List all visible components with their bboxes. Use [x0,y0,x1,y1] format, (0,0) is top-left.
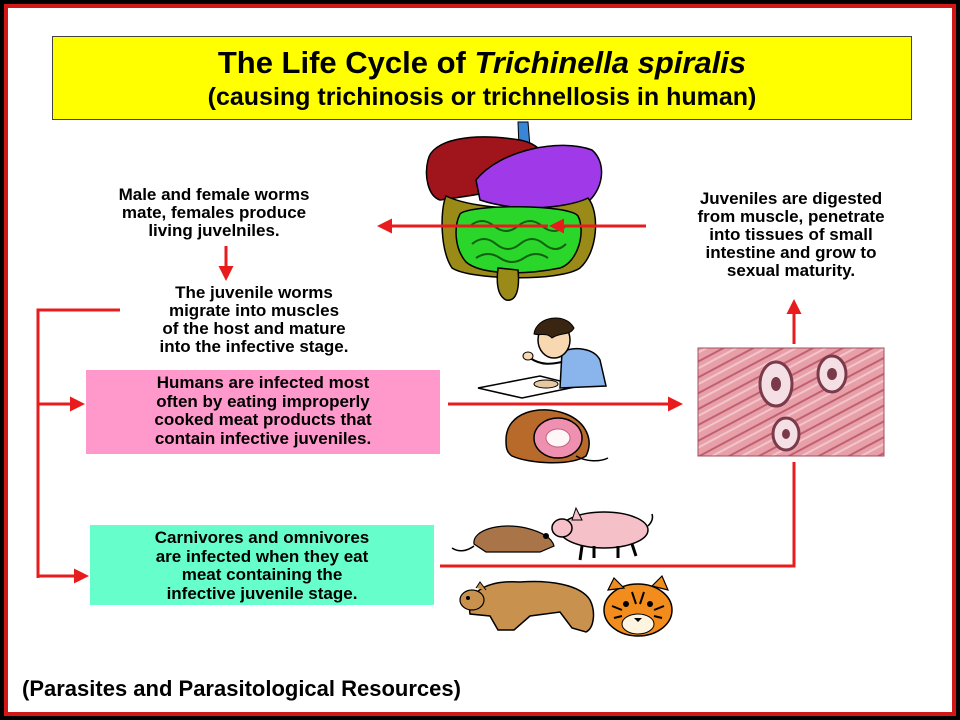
cycle-arrows [36,218,802,584]
step-digested-text: Juveniles are digested from muscle, pene… [646,190,936,280]
step-digested-line: Juveniles are digested [699,189,883,208]
person-eating-icon [477,317,607,399]
digestive-system-icon [425,121,603,301]
title-species: Trichinella spiralis [474,45,747,80]
step-mate-text: Male and female worms mate, females prod… [46,186,382,240]
step-mate-line: mate, females produce [121,203,307,222]
title-line-1: The Life Cycle of Trichinella spiralis [53,45,911,81]
step-digested-line: sexual maturity. [726,261,856,280]
carnivores-line: are infected when they eat [155,546,369,566]
carnivores-line: Carnivores and omnivores [154,528,370,547]
step-digested-line: into tissues of small [709,225,873,244]
humans-line: cooked meat products that [154,410,372,429]
bear-icon [459,580,595,633]
title-line-2: (causing trichinosis or trichnellosis in… [207,83,757,111]
branch-line [36,308,120,578]
carnivores-line: infective juvenile stage. [166,583,358,603]
title-prefix: The Life Cycle of [217,45,475,80]
step-mate-line: living juvelniles. [148,221,280,240]
carnivores-line: meat containing the [181,565,343,584]
tiger-icon [603,574,673,637]
step-migrate-line: into the infective stage. [159,337,349,356]
step-migrate-line: The juvenile worms [175,283,333,302]
title-box: The Life Cycle of Trichinella spiralis (… [52,36,912,120]
step-migrate-line: migrate into muscles [168,301,340,320]
step-digested-line: from muscle, penetrate [697,207,885,226]
step-digested-line: intestine and grow to [705,243,877,262]
step-migrate-text: The juvenile worms migrate into muscles … [96,284,412,356]
carnivore-to-muscle-line [440,462,796,568]
pig-icon [551,506,654,561]
rat-icon [451,525,555,553]
muscle-tissue-icon [697,347,885,457]
citation: (Parasites and Parasitological Resources… [22,676,461,701]
humans-box: Humans are infected most often by eating… [86,370,440,454]
carnivores-box: Carnivores and omnivores are infected wh… [90,525,434,605]
ham-icon [505,409,609,464]
humans-line: Humans are infected most [156,373,370,392]
humans-line: often by eating improperly [156,391,370,411]
humans-line: contain infective juveniles. [154,428,372,448]
step-mate-line: Male and female worms [118,185,310,204]
step-migrate-line: of the host and mature [162,319,346,338]
